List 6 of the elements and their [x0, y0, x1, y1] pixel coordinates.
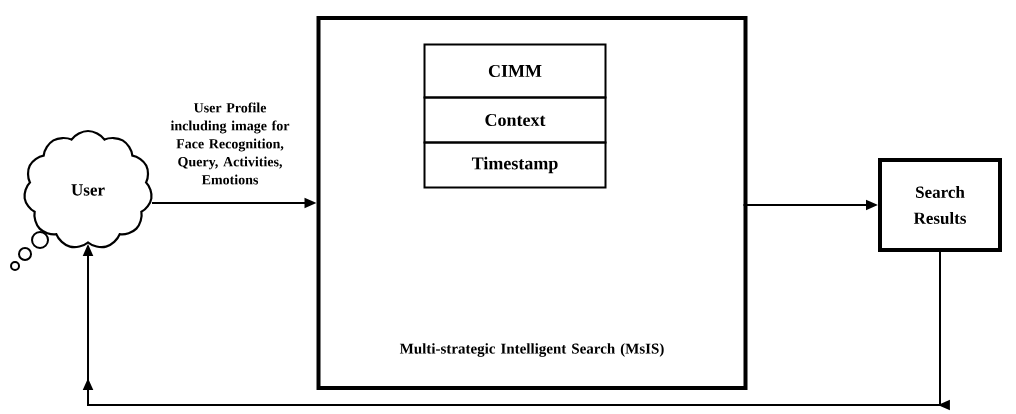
thought-cloud: User: [10, 129, 153, 271]
result-box: Search Results: [878, 158, 1002, 252]
component-box: CIMM: [423, 43, 607, 99]
edge-label: User Profile including image for Face Recognition, Query, Activities, Emotions: [170, 102, 290, 185]
component-box: Timestamp: [423, 141, 607, 189]
component-box: Context: [423, 96, 607, 144]
